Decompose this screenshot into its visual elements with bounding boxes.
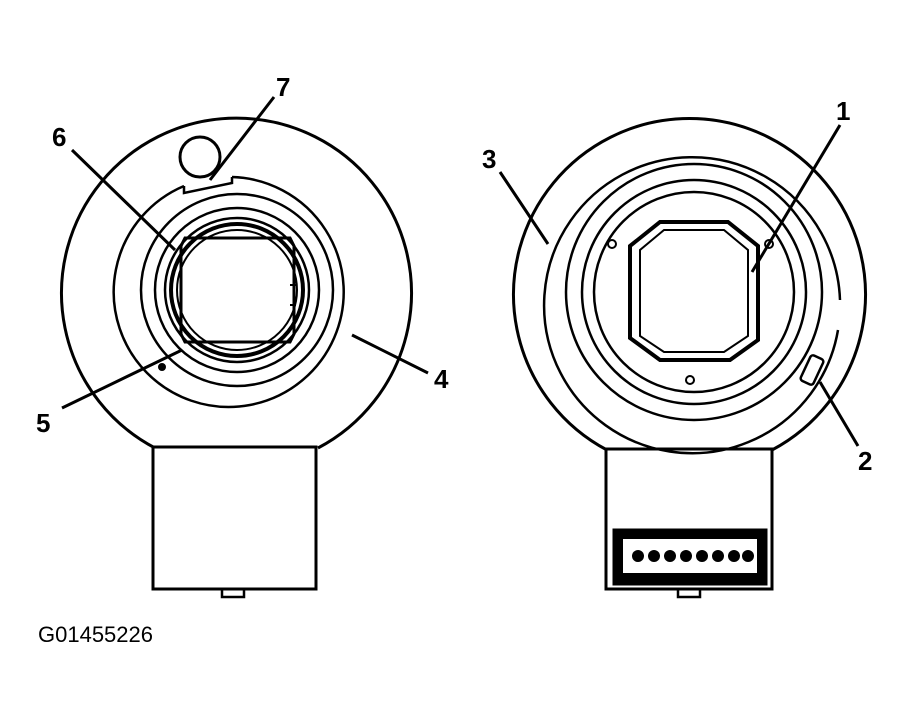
left-ring-groove: [112, 175, 345, 409]
connector-pin: [632, 550, 644, 562]
connector-pin: [742, 550, 754, 562]
left-outer-housing: [60, 116, 413, 450]
right-connector-pins: [632, 550, 754, 562]
leader-line-6: [70, 148, 177, 252]
right-outer-ring: [542, 156, 842, 455]
connector-pin: [648, 550, 660, 562]
left-mounting-hole: [178, 135, 222, 179]
callout-5: 5: [36, 408, 50, 438]
leader-line-5: [61, 348, 183, 410]
right-locator-tab: [799, 354, 825, 386]
leader-line-7: [208, 96, 276, 181]
right-locator-hole: [764, 239, 774, 249]
left-connector-body: [151, 445, 318, 591]
left-index-dot: [158, 363, 166, 371]
connector-pin: [712, 550, 724, 562]
leader-line-1: [750, 124, 842, 273]
right-outer-housing: [512, 117, 867, 452]
leader-lines: [61, 96, 860, 447]
connector-pin: [728, 550, 740, 562]
connector-pin: [664, 550, 676, 562]
left-rotor-inner: [176, 229, 298, 351]
right-hub-octagon: [628, 220, 760, 362]
right-ring-c: [592, 190, 796, 394]
connector-pin: [680, 550, 692, 562]
left-rotor-bore: [179, 236, 296, 344]
callout-1: 1: [836, 96, 850, 126]
leader-line-4: [351, 333, 429, 375]
callout-6: 6: [52, 122, 66, 152]
left-inner-ring-inner: [163, 216, 311, 364]
left-rotor-outer: [169, 222, 305, 358]
right-ring-b: [580, 178, 808, 406]
right-locator-hole: [685, 375, 695, 385]
leader-line-2: [818, 381, 860, 447]
right-sensor-view: [512, 117, 867, 599]
right-bottom-tab: [676, 587, 702, 599]
left-inner-ring-outer: [139, 192, 335, 388]
callout-7: 7: [276, 72, 290, 102]
left-inner-ring-middle: [153, 206, 321, 374]
left-bottom-tab: [220, 587, 246, 599]
left-sensor-view: [60, 116, 413, 599]
right-locator-hole: [607, 239, 617, 249]
figure-id: G01455226: [38, 622, 153, 647]
connector-pin: [696, 550, 708, 562]
callout-3: 3: [482, 144, 496, 174]
callout-4: 4: [434, 364, 449, 394]
right-ring-a: [564, 162, 824, 422]
leader-line-3: [498, 171, 550, 245]
left-ring-notch: [182, 177, 234, 195]
callout-labels: 7 6 5 4 3 1 2: [36, 72, 872, 476]
callout-2: 2: [858, 446, 872, 476]
right-hub-bore: [639, 229, 749, 353]
